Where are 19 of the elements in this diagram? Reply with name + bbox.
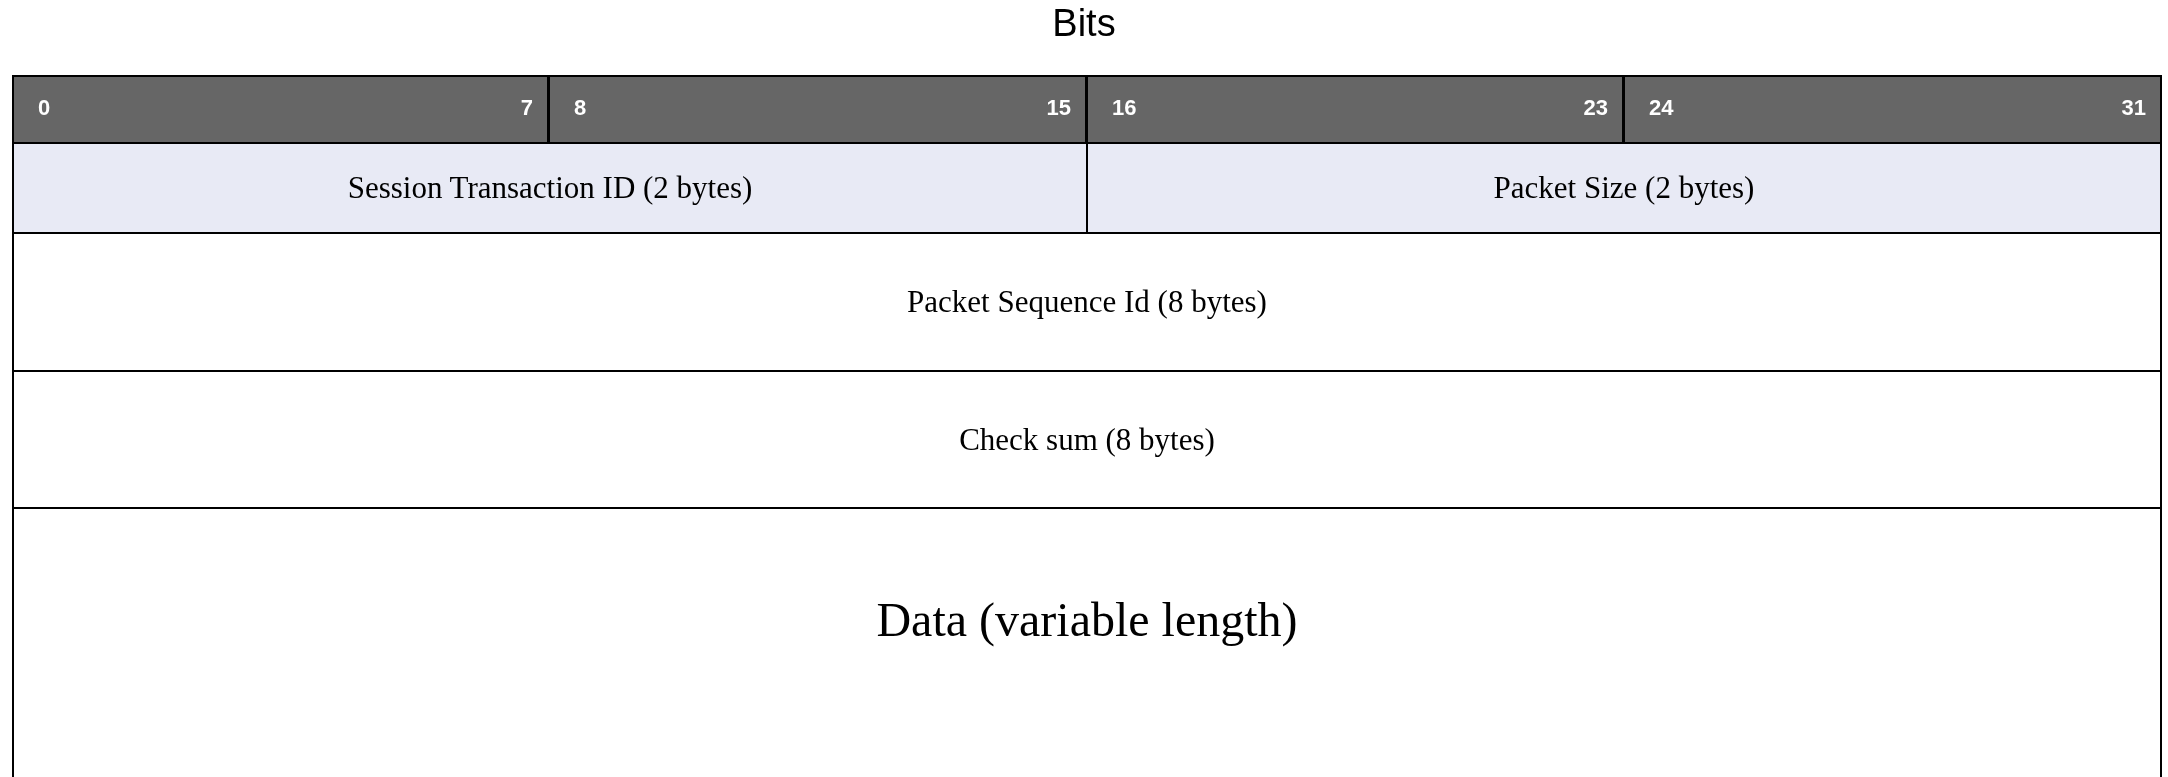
packet-field xyxy=(12,507,2162,777)
bit-number: 31 xyxy=(2121,95,2146,121)
bit-number: 0 xyxy=(38,95,51,121)
bit-number: 16 xyxy=(1112,95,1137,121)
field-label: Check sum (8 bytes) xyxy=(959,421,1215,458)
axis-title: Bits xyxy=(1052,2,1116,45)
packet-field xyxy=(1086,142,2162,234)
packet-field xyxy=(12,232,2162,372)
bit-number: 23 xyxy=(1583,95,1608,121)
bit-number: 7 xyxy=(520,95,533,121)
field-label: Data (variable length) xyxy=(876,592,1298,647)
field-label: Session Transaction ID (2 bytes) xyxy=(347,170,753,206)
field-label: Packet Sequence Id (8 bytes) xyxy=(907,284,1267,320)
packet-field xyxy=(12,370,2162,509)
bit-number: 15 xyxy=(1046,95,1071,121)
bit-number: 24 xyxy=(1649,95,1674,121)
bit-number: 8 xyxy=(574,95,587,121)
field-label: Packet Size (2 bytes) xyxy=(1493,170,1755,206)
packet-field xyxy=(12,142,1088,234)
